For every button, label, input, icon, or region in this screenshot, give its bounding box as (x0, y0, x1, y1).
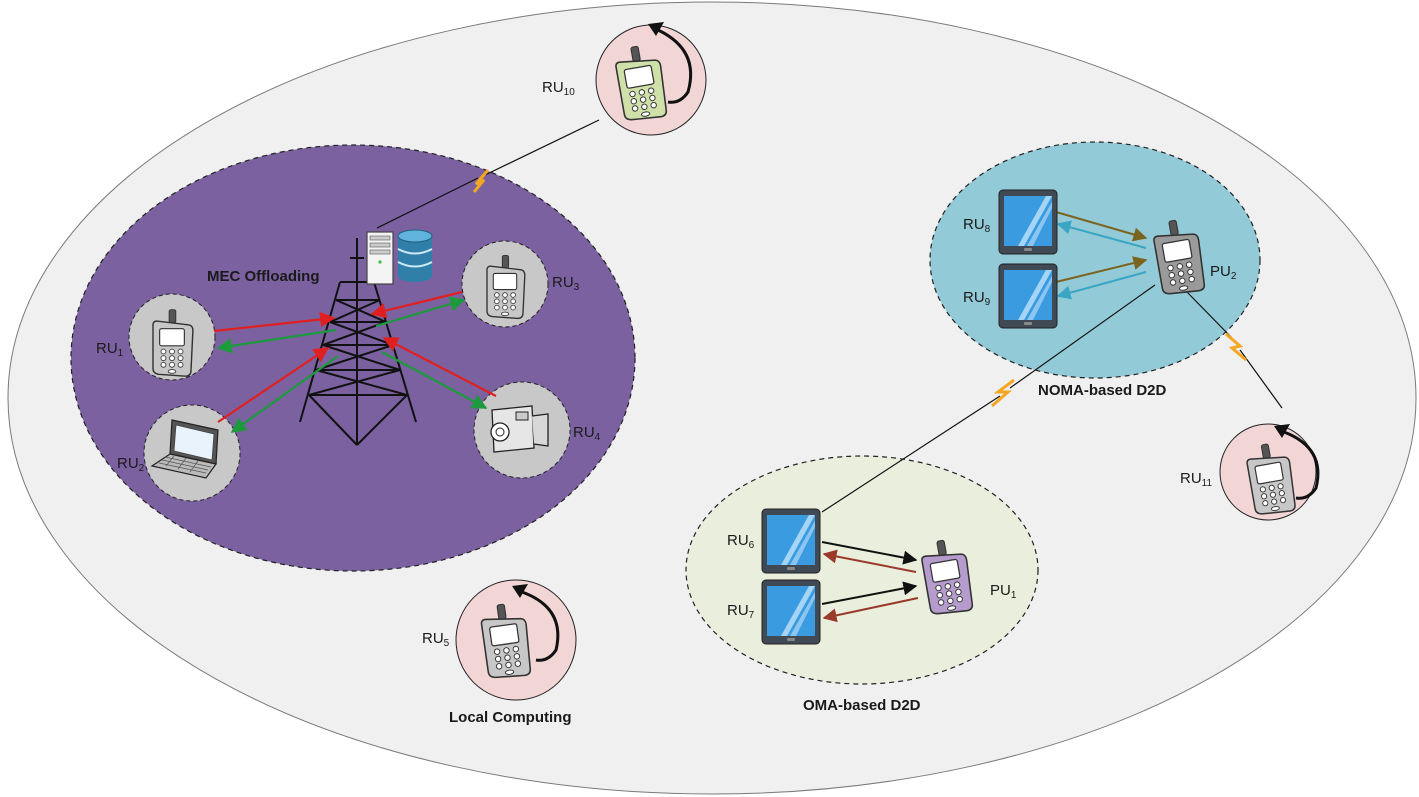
label-ru10: RU10 (542, 79, 575, 98)
wireless-link-ru10 (376, 119, 600, 229)
label-ru1: RU1 (96, 340, 124, 359)
wireless-link-ru11 (1184, 289, 1283, 409)
noma-links (1055, 211, 1148, 300)
self-loop-arrow (1283, 430, 1320, 500)
noma-region (929, 141, 1261, 379)
laptop-icon (150, 419, 219, 479)
label-ru9: RU9 (963, 289, 991, 308)
tablet-icon (761, 508, 821, 574)
oma-links (821, 541, 919, 623)
label-ru11: RU11 (1180, 470, 1213, 489)
noma-title: NOMA-based D2D (1038, 382, 1167, 399)
oma-title: OMA-based D2D (803, 697, 921, 714)
label-ru3: RU3 (552, 274, 580, 293)
self-loop-arrow (657, 28, 693, 104)
tablet-icon (998, 189, 1058, 255)
local-title: Local Computing (449, 709, 572, 726)
label-ru2: RU2 (117, 455, 145, 474)
label-ru4: RU4 (573, 424, 601, 443)
label-ru6: RU6 (727, 532, 755, 551)
label-ru8: RU8 (963, 216, 991, 235)
tablet-icon (761, 579, 821, 645)
label-ru5: RU5 (422, 630, 450, 649)
database-icon (397, 229, 433, 282)
label-pu2: PU2 (1210, 263, 1237, 282)
camera-icon (490, 405, 549, 453)
oma-region (685, 455, 1039, 685)
mec-links (213, 290, 497, 433)
self-loop-arrow (521, 590, 560, 662)
mec-title: MEC Offloading (207, 268, 320, 285)
server-icon (366, 231, 394, 285)
label-pu1: PU1 (990, 582, 1017, 601)
label-ru7: RU7 (727, 602, 755, 621)
wireless-link-noma-oma (821, 284, 1156, 513)
tablet-icon (998, 263, 1058, 329)
